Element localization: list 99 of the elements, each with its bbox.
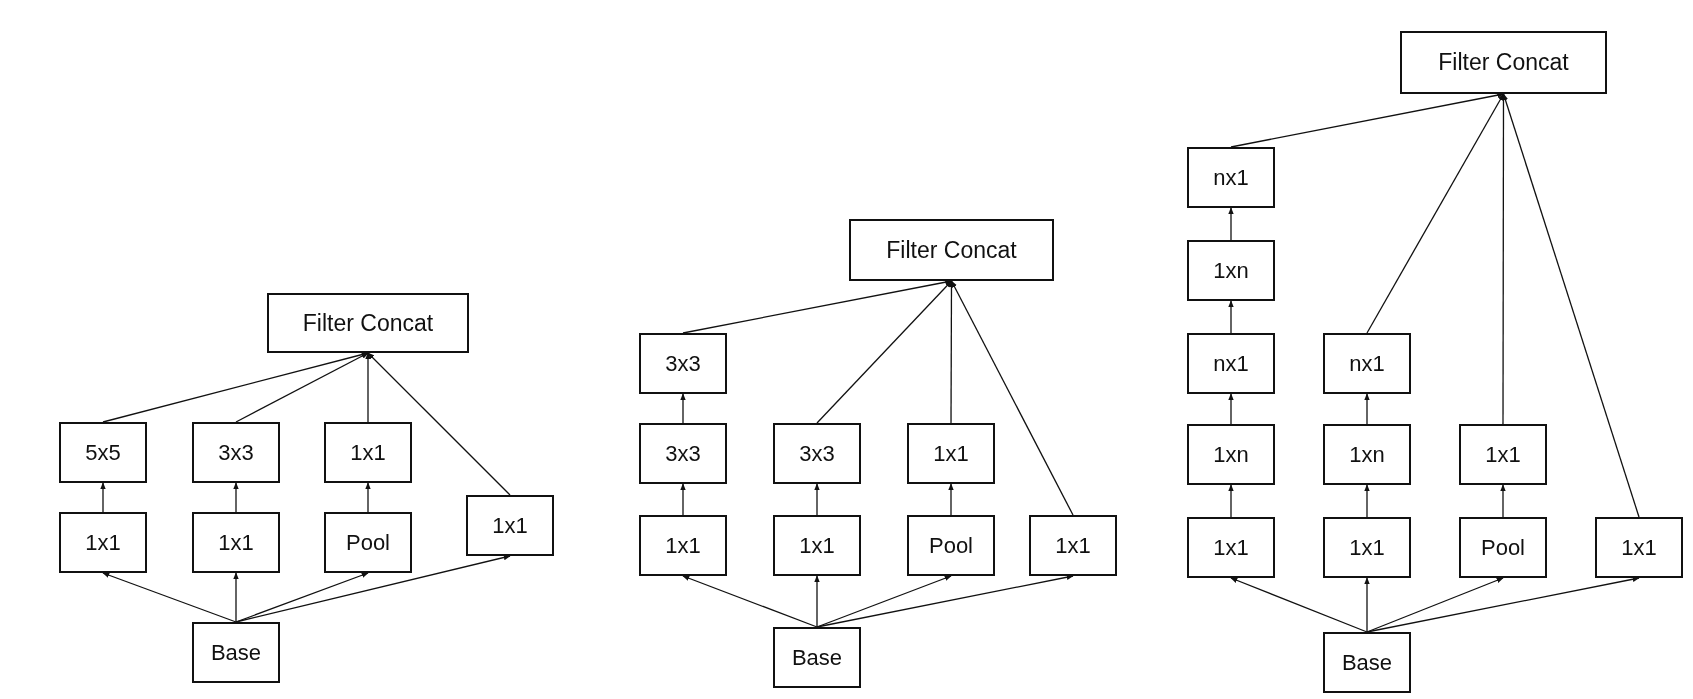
arrow	[816, 574, 1074, 628]
arrow	[1366, 576, 1640, 633]
arrow	[235, 572, 369, 623]
layer-box	[773, 627, 861, 688]
layer-label: 1x1	[350, 439, 386, 466]
layer-box	[1187, 424, 1275, 485]
layer-label: 1xn	[1213, 441, 1249, 468]
arrow	[948, 483, 954, 516]
layer-label: Pool	[928, 532, 973, 559]
layer-box	[907, 423, 995, 484]
layer-label: Filter Concat	[1438, 49, 1569, 76]
layer-label: 1x1	[218, 529, 254, 556]
layer-box	[1323, 632, 1411, 693]
layer-label: 3x3	[799, 440, 835, 467]
layer-box	[192, 622, 280, 683]
arrow	[1228, 484, 1234, 518]
arrow	[100, 482, 106, 513]
arrow	[1366, 577, 1504, 633]
layer-box	[773, 423, 861, 484]
layer-label: 3x3	[665, 440, 701, 467]
layer-box	[466, 495, 554, 556]
layer-label: Filter Concat	[302, 309, 434, 337]
layer-box	[1323, 517, 1411, 578]
layer-label: Base	[1341, 649, 1393, 676]
layer-box	[1323, 333, 1411, 394]
arrow	[680, 393, 686, 424]
arrow	[814, 575, 820, 628]
arrow	[1364, 577, 1370, 633]
layer-box	[1029, 515, 1117, 576]
layer-box	[1400, 31, 1607, 94]
layer-box	[267, 293, 469, 353]
arrow	[814, 483, 820, 516]
arrow	[1502, 93, 1640, 518]
layer-box	[1459, 517, 1547, 578]
arrow	[682, 575, 818, 628]
layer-label: Base	[791, 644, 843, 671]
layer-box	[192, 422, 280, 483]
layer-box	[59, 422, 147, 483]
arrow	[1228, 393, 1234, 425]
arrow	[235, 554, 511, 623]
layer-label: 1x1	[492, 512, 528, 539]
arrow	[816, 280, 953, 424]
arrow	[235, 352, 369, 423]
layer-label: 1x1	[1621, 534, 1657, 561]
layer-label: 1x1	[799, 532, 835, 559]
arrow	[233, 572, 239, 623]
arrow	[1500, 484, 1506, 518]
layer-box	[192, 512, 280, 573]
layer-box	[907, 515, 995, 576]
layer-label: 1x1	[1485, 441, 1521, 468]
arrow	[1228, 300, 1234, 334]
layer-label: 1x1	[85, 529, 121, 556]
arrow	[365, 352, 371, 423]
layer-label: 1x1	[1055, 532, 1091, 559]
layer-label: 5x5	[85, 439, 121, 466]
layer-label: 1x1	[665, 532, 701, 559]
layer-box	[639, 423, 727, 484]
arrow	[367, 352, 511, 496]
layer-box	[1187, 147, 1275, 208]
layer-label: nx1	[1213, 164, 1249, 191]
layer-box	[773, 515, 861, 576]
arrow	[816, 575, 952, 628]
layer-box	[324, 512, 412, 573]
layer-box	[1187, 517, 1275, 578]
arrow	[102, 572, 237, 623]
arrow	[1364, 484, 1370, 518]
layer-box	[59, 512, 147, 573]
layer-box	[1323, 424, 1411, 485]
layer-label: 3x3	[218, 439, 254, 466]
layer-label: 1x1	[1349, 534, 1385, 561]
layer-label: 1x1	[933, 440, 969, 467]
arrow	[948, 280, 955, 424]
layer-label: nx1	[1213, 350, 1249, 377]
layer-box	[1595, 517, 1683, 578]
layer-box	[1459, 424, 1547, 485]
layer-label: Base	[210, 639, 262, 666]
layer-label: Pool	[345, 529, 390, 556]
layer-label: 1xn	[1349, 441, 1385, 468]
layer-label: Filter Concat	[886, 236, 1017, 264]
arrow	[1364, 393, 1370, 425]
layer-box	[639, 333, 727, 394]
layer-box	[639, 515, 727, 576]
arrow	[1230, 577, 1368, 633]
arrow	[365, 482, 371, 513]
arrow	[1228, 207, 1234, 241]
layer-label: nx1	[1349, 350, 1385, 377]
arrow	[680, 483, 686, 516]
arrow	[950, 280, 1074, 516]
arrow	[233, 482, 239, 513]
layer-box	[849, 219, 1054, 281]
layer-label: 1x1	[1213, 534, 1249, 561]
layer-box	[1187, 240, 1275, 301]
layer-label: Pool	[1480, 534, 1525, 561]
arrow	[1366, 93, 1505, 334]
layer-box	[1187, 333, 1275, 394]
layer-box	[324, 422, 412, 483]
layer-label: 3x3	[665, 350, 701, 377]
layer-label: 1xn	[1213, 257, 1249, 284]
arrow	[1230, 92, 1505, 148]
